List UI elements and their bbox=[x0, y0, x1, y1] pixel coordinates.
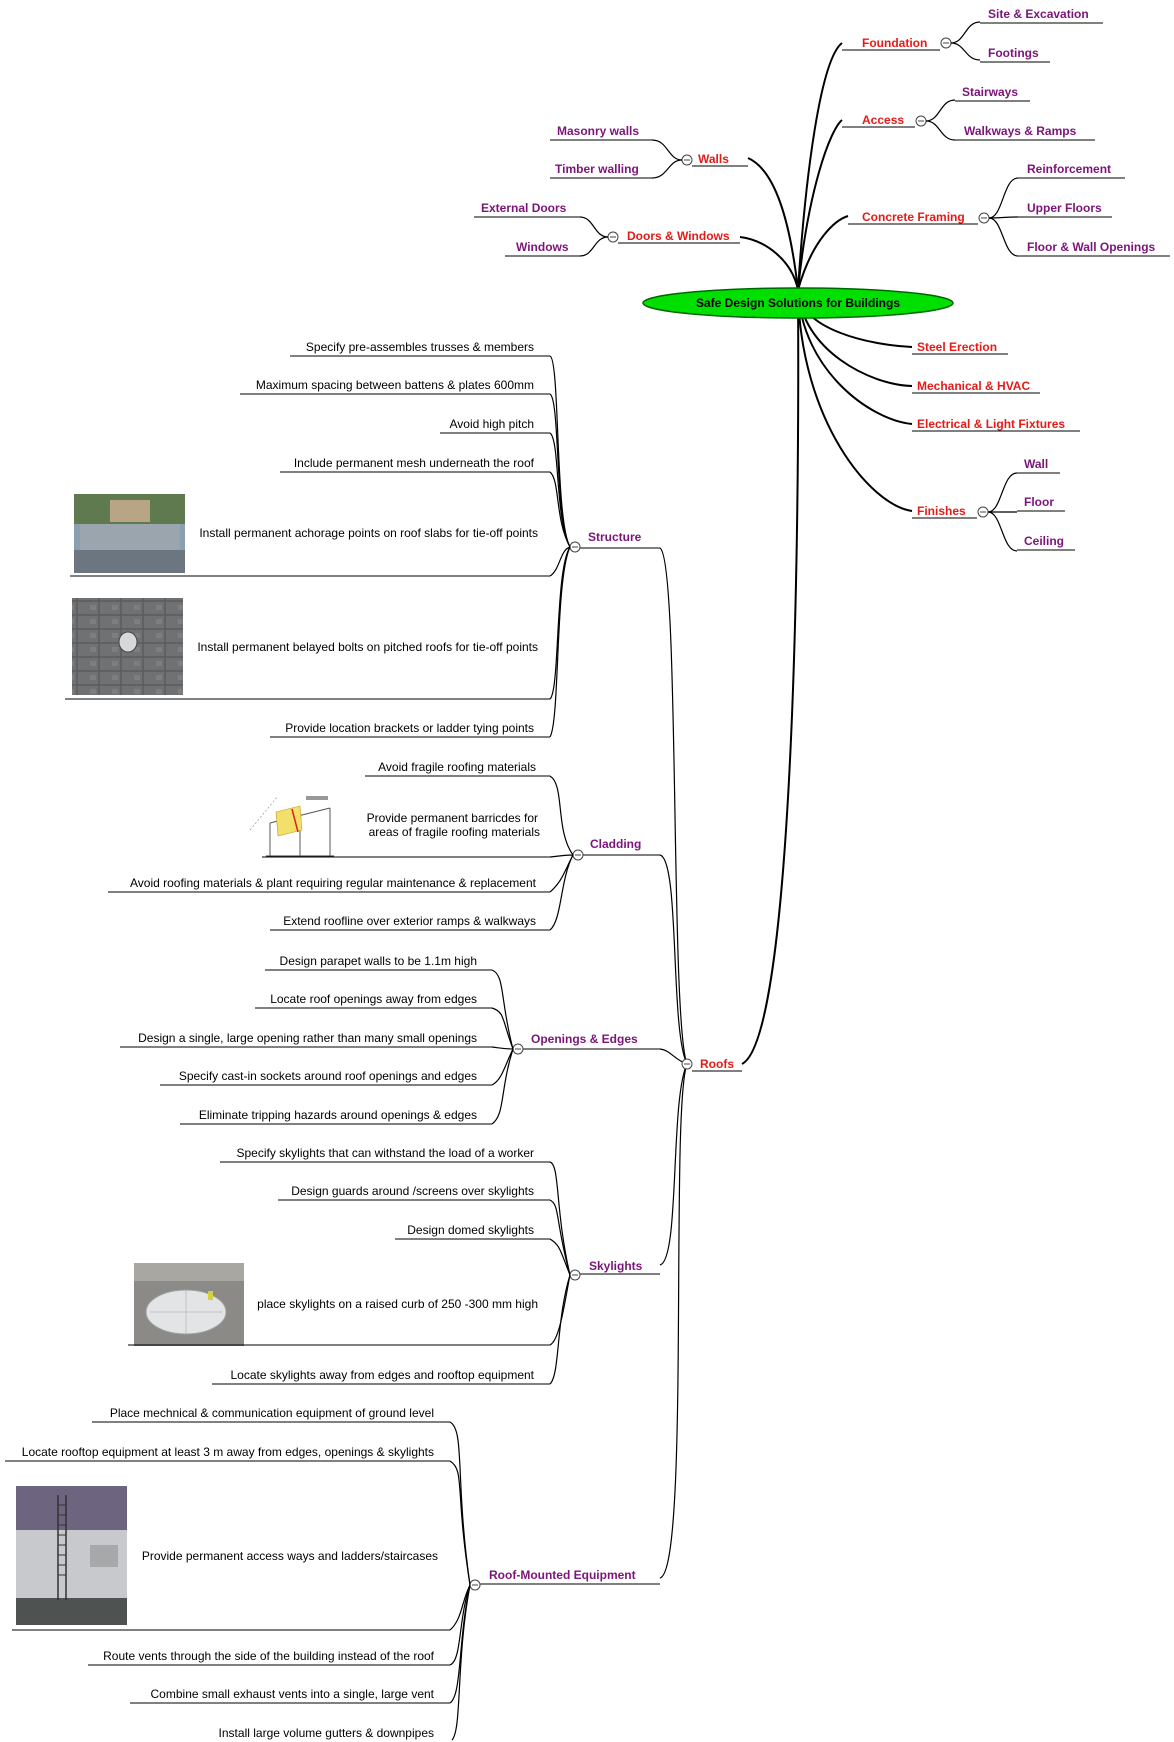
collapse-toggle-icon[interactable] bbox=[607, 231, 619, 243]
cladding-item-2b: areas of fragile roofing materials bbox=[369, 825, 540, 839]
collapse-toggle-icon[interactable] bbox=[569, 541, 581, 553]
roofs-label: Roofs bbox=[700, 1057, 734, 1071]
structure-item-4: Include permanent mesh underneath the ro… bbox=[294, 456, 535, 470]
equipment-item-3: Provide permanent access ways and ladder… bbox=[142, 1549, 438, 1563]
branch-electrical-light[interactable]: Electrical & Light Fixtures bbox=[912, 417, 1080, 432]
access-child-2: Walkways & Ramps bbox=[964, 124, 1077, 138]
skylights-item-2: Design guards around /screens over skyli… bbox=[291, 1184, 534, 1198]
doors-child-2: Windows bbox=[516, 240, 569, 254]
collapse-toggle-icon[interactable] bbox=[681, 1058, 693, 1070]
skylights-item-4: place skylights on a raised curb of 250 … bbox=[257, 1297, 538, 1311]
collapse-toggle-icon[interactable] bbox=[940, 37, 952, 49]
walls-label: Walls bbox=[698, 152, 729, 166]
equipment-item-6: Install large volume gutters & downpipes bbox=[219, 1726, 434, 1740]
access-child-1: Stairways bbox=[962, 85, 1018, 99]
openings-label: Openings & Edges bbox=[531, 1032, 638, 1046]
finishes-child-2: Floor bbox=[1024, 495, 1054, 509]
collapse-toggle-icon[interactable] bbox=[681, 154, 693, 166]
concrete-label: Concrete Framing bbox=[862, 210, 965, 224]
equipment-item-2: Locate rooftop equipment at least 3 m aw… bbox=[22, 1445, 434, 1459]
structure-item-3: Avoid high pitch bbox=[449, 417, 534, 431]
mech-label: Mechanical & HVAC bbox=[917, 379, 1030, 393]
cladding-item-3: Avoid roofing materials & plant requirin… bbox=[130, 876, 537, 890]
structure-item-7: Provide location brackets or ladder tyin… bbox=[285, 721, 534, 735]
cladding-label: Cladding bbox=[590, 837, 641, 851]
branch-mechanical-hvac[interactable]: Mechanical & HVAC bbox=[912, 379, 1040, 394]
skylights-item-5: Locate skylights away from edges and roo… bbox=[230, 1368, 534, 1382]
concrete-child-2: Upper Floors bbox=[1027, 201, 1102, 215]
collapse-toggle-icon[interactable] bbox=[915, 115, 927, 127]
openings-item-5: Eliminate tripping hazards around openin… bbox=[199, 1108, 477, 1122]
subbranch-openings-edges[interactable]: Openings & Edges Design parapet walls to… bbox=[120, 954, 660, 1125]
branch-concrete-framing[interactable]: Concrete Framing Reinforcement Upper Flo… bbox=[848, 162, 1170, 257]
central-label: Safe Design Solutions for Buildings bbox=[696, 296, 900, 310]
cladding-item-4: Extend roofline over exterior ramps & wa… bbox=[283, 914, 536, 928]
collapse-toggle-icon[interactable] bbox=[572, 849, 584, 861]
collapse-toggle-icon[interactable] bbox=[569, 1269, 581, 1281]
openings-item-1: Design parapet walls to be 1.1m high bbox=[280, 954, 477, 968]
structure-item-1: Specify pre-assembles trusses & members bbox=[306, 340, 534, 354]
main-connectors bbox=[659, 42, 913, 1579]
doors-label: Doors & Windows bbox=[627, 229, 730, 243]
belayed-bolt-photo bbox=[72, 598, 183, 695]
equipment-label: Roof-Mounted Equipment bbox=[489, 1568, 636, 1582]
finishes-child-3: Ceiling bbox=[1024, 534, 1064, 548]
concrete-child-3: Floor & Wall Openings bbox=[1027, 240, 1156, 254]
skylights-item-3: Design domed skylights bbox=[407, 1223, 534, 1237]
cladding-item-2: Provide permanent barricdes for bbox=[367, 811, 538, 825]
structure-label: Structure bbox=[588, 530, 642, 544]
subbranch-roof-mounted-equipment[interactable]: Roof-Mounted Equipment Place mechnical &… bbox=[5, 1406, 660, 1741]
equipment-item-1: Place mechnical & communication equipmen… bbox=[110, 1406, 434, 1420]
collapse-toggle-icon[interactable] bbox=[512, 1043, 524, 1055]
branch-steel-erection[interactable]: Steel Erection bbox=[912, 340, 1008, 355]
finishes-child-1: Wall bbox=[1024, 457, 1048, 471]
domed-skylight-photo bbox=[134, 1263, 244, 1346]
rooftop-anchorage-photo bbox=[74, 494, 185, 573]
openings-item-2: Locate roof openings away from edges bbox=[270, 992, 477, 1006]
branch-roofs[interactable]: Roofs bbox=[681, 1057, 742, 1072]
branch-access[interactable]: Access Stairways Walkways & Ramps bbox=[842, 85, 1095, 141]
structure-item-5: Install permanent achorage points on roo… bbox=[199, 526, 538, 540]
doors-child-1: External Doors bbox=[481, 201, 567, 215]
access-label: Access bbox=[862, 113, 904, 127]
steel-label: Steel Erection bbox=[917, 340, 997, 354]
subbranch-cladding[interactable]: Cladding Avoid fragile roofing materials… bbox=[108, 760, 660, 931]
concrete-child-1: Reinforcement bbox=[1027, 162, 1111, 176]
access-ladder-photo bbox=[16, 1486, 127, 1625]
elec-label: Electrical & Light Fixtures bbox=[917, 417, 1065, 431]
finishes-label: Finishes bbox=[917, 504, 966, 518]
skylights-item-1: Specify skylights that can withstand the… bbox=[237, 1146, 535, 1160]
skylights-label: Skylights bbox=[589, 1259, 643, 1273]
foundation-label: Foundation bbox=[862, 36, 927, 50]
structure-item-6: Install permanent belayed bolts on pitch… bbox=[197, 640, 538, 654]
central-node[interactable]: Safe Design Solutions for Buildings bbox=[642, 287, 954, 319]
subbranch-structure[interactable]: Structure Specify pre-assembles trusses … bbox=[65, 340, 660, 738]
branch-finishes[interactable]: Finishes Wall Floor Ceiling bbox=[912, 457, 1075, 552]
walls-child-2: Timber walling bbox=[555, 162, 639, 176]
subbranch-skylights[interactable]: Skylights Specify skylights that can wit… bbox=[128, 1146, 660, 1385]
collapse-toggle-icon[interactable] bbox=[978, 212, 990, 224]
collapse-toggle-icon[interactable] bbox=[977, 506, 989, 518]
openings-item-3: Design a single, large opening rather th… bbox=[138, 1031, 477, 1045]
roof-barricade-diagram bbox=[249, 795, 334, 857]
foundation-child-1: Site & Excavation bbox=[988, 7, 1089, 21]
structure-item-2: Maximum spacing between battens & plates… bbox=[256, 378, 534, 392]
branch-walls[interactable]: Walls Masonry walls Timber walling bbox=[550, 124, 748, 179]
collapse-toggle-icon[interactable] bbox=[469, 1579, 481, 1591]
equipment-item-4: Route vents through the side of the buil… bbox=[103, 1649, 435, 1663]
branch-foundation[interactable]: Foundation Site & Excavation Footings bbox=[842, 7, 1103, 63]
cladding-item-1: Avoid fragile roofing materials bbox=[378, 760, 536, 774]
branch-doors-windows[interactable]: Doors & Windows External Doors Windows bbox=[474, 201, 740, 257]
foundation-child-2: Footings bbox=[988, 46, 1039, 60]
walls-child-1: Masonry walls bbox=[557, 124, 639, 138]
openings-item-4: Specify cast-in sockets around roof open… bbox=[179, 1069, 477, 1083]
equipment-item-5: Combine small exhaust vents into a singl… bbox=[151, 1687, 435, 1701]
